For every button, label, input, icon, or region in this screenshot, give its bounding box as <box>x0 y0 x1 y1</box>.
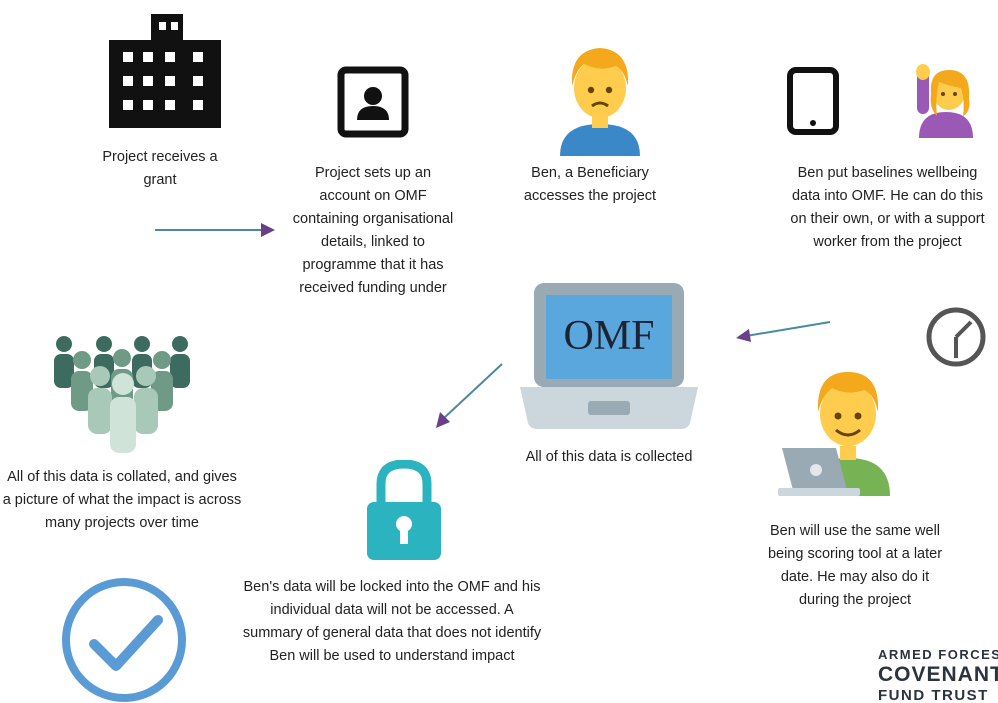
arrow-to-lock <box>432 362 504 430</box>
building-icon <box>109 14 221 128</box>
collated-caption: All of this data is collated, and gives … <box>2 469 242 531</box>
brand-line-1: ARMED FORCES <box>878 648 998 662</box>
person-icon <box>560 42 640 156</box>
arrow-to-laptop <box>734 318 832 342</box>
locked-caption: Ben's data will be locked into the OMF a… <box>242 579 542 664</box>
beneficiary-caption: Ben, a Beneficiary accesses the project <box>523 165 657 204</box>
collected-caption: All of this data is collected <box>525 449 693 465</box>
group-icon <box>50 334 195 456</box>
brand-logo: ARMED FORCES COVENANT FUND TRUST <box>878 648 998 703</box>
account-caption: Project sets up an account on OMF contai… <box>292 165 454 296</box>
tablet-icon <box>787 67 839 135</box>
checkmark-icon <box>58 574 190 702</box>
later-caption: Ben will use the same well being scoring… <box>767 523 943 608</box>
lock-icon <box>365 460 443 562</box>
laptop-screen-text: OMF <box>563 313 655 359</box>
grant-caption: Project receives a grant <box>102 149 218 188</box>
brand-line-3: FUND TRUST <box>878 687 989 703</box>
arrow-right-1 <box>155 220 277 240</box>
raising-hand-icon <box>915 64 977 138</box>
person-laptop-icon <box>778 366 908 496</box>
baseline-caption: Ben put baselines wellbeing data into OM… <box>790 165 985 250</box>
clock-icon <box>925 306 987 368</box>
laptop-icon <box>520 283 698 433</box>
brand-line-2: COVENANT <box>878 663 998 686</box>
contact-card-icon <box>337 66 409 138</box>
